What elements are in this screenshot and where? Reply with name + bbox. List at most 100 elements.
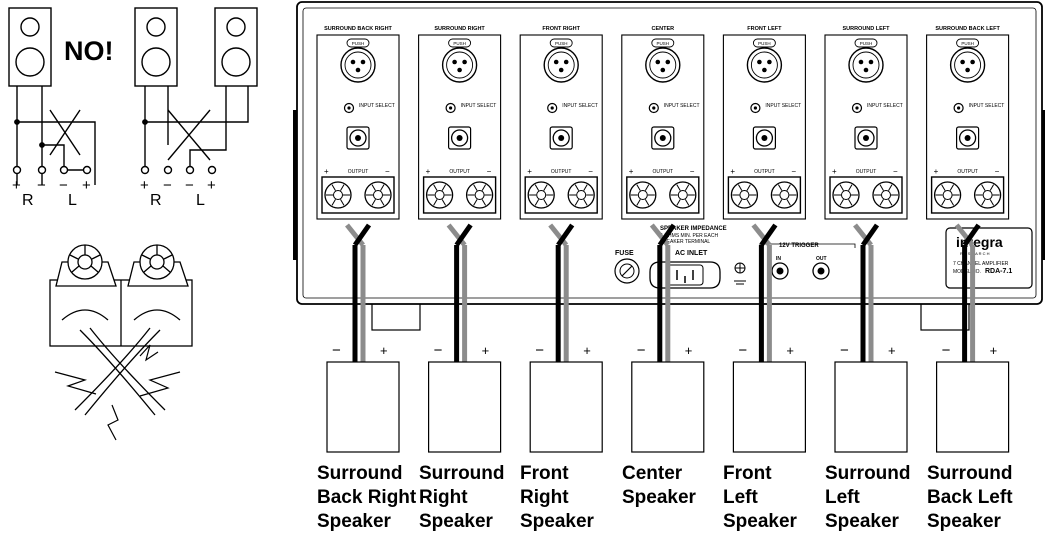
speaker-left-ok — [214, 7, 258, 87]
input-select-label: INPUT SELECT — [969, 103, 1005, 109]
speaker-box: −+ — [529, 342, 603, 453]
speaker-name-label: Surround Back Left Speaker — [927, 463, 1013, 532]
svg-text:R: R — [22, 192, 34, 209]
push-release-tab[interactable] — [956, 38, 980, 48]
svg-text:+: + — [140, 177, 149, 194]
ac-inlet-socket[interactable] — [649, 261, 721, 289]
svg-text:−: − — [163, 177, 172, 194]
input-select-label: INPUT SELECT — [359, 103, 395, 109]
xlr-input-jack[interactable] — [848, 47, 884, 83]
channel-title: SURROUND BACK LEFT — [935, 26, 1000, 32]
speaker-right-wrong — [8, 7, 52, 87]
trigger-in-jack[interactable] — [771, 262, 789, 280]
speaker-positive-mark: + — [990, 343, 998, 358]
trigger-out-jack[interactable] — [812, 262, 830, 280]
svg-text:−: − — [791, 167, 796, 176]
woofer-icon — [15, 47, 45, 77]
speaker-cable — [548, 223, 575, 362]
svg-text:−: − — [59, 177, 68, 194]
speaker-cables — [345, 223, 981, 362]
output-label: OUTPUT — [856, 169, 877, 175]
speaker-box: −+ — [732, 342, 807, 453]
trigger-label: 12V TRIGGER — [779, 243, 819, 249]
svg-text:+: + — [207, 177, 216, 194]
channel-title: SURROUND LEFT — [842, 26, 890, 32]
wrong-wiring-example — [8, 7, 96, 185]
speaker-box: −+ — [631, 342, 705, 453]
speaker-right-ok — [134, 7, 178, 87]
push-release-tab[interactable] — [549, 38, 573, 48]
speaker-box: −+ — [428, 342, 502, 453]
output-label: OUTPUT — [449, 169, 470, 175]
input-select-label: INPUT SELECT — [867, 103, 903, 109]
speaker-negative-mark: − — [840, 342, 849, 359]
svg-text:IN: IN — [776, 256, 781, 262]
push-release-tab[interactable] — [854, 38, 878, 48]
impedance-title: SPEAKER IMPEDANCE — [660, 226, 727, 232]
svg-text:L: L — [196, 192, 205, 209]
output-label: OUTPUT — [653, 169, 674, 175]
push-release-tab[interactable] — [651, 38, 675, 48]
channel-title: FRONT RIGHT — [542, 26, 580, 32]
speaker-positive-mark: + — [482, 343, 490, 358]
push-release-tab[interactable] — [448, 38, 472, 48]
svg-text:PUSH: PUSH — [961, 41, 974, 46]
speaker-name-label: Surround Left Speaker — [825, 463, 911, 532]
speaker-box: −+ — [834, 342, 908, 453]
speaker-name-label: Front Left Speaker — [723, 463, 797, 532]
speaker-positive-mark: + — [685, 343, 693, 358]
svg-text:SPEAKER TERMINAL: SPEAKER TERMINAL — [660, 239, 710, 245]
svg-text:+: + — [832, 167, 837, 176]
svg-text:−: − — [893, 167, 898, 176]
terminal-letters: R L R L — [22, 192, 205, 209]
svg-text:OUT: OUT — [816, 256, 827, 262]
speaker-negative-mark: − — [942, 342, 951, 359]
svg-text:PUSH: PUSH — [352, 41, 365, 46]
svg-text:R: R — [150, 192, 162, 209]
speaker-positive-mark: + — [786, 343, 794, 358]
fuse-holder — [614, 258, 640, 284]
svg-text:−: − — [37, 177, 46, 194]
push-release-tab[interactable] — [752, 38, 776, 48]
svg-text:+: + — [730, 167, 735, 176]
xlr-input-jack[interactable] — [746, 47, 783, 83]
channel-title: CENTER — [651, 26, 674, 32]
speaker-box: −+ — [935, 342, 1010, 453]
terminal-polarity-marks: + − − + + − − + — [12, 177, 216, 194]
push-release-tab[interactable] — [346, 38, 370, 48]
svg-text:−: − — [995, 167, 1000, 176]
xlr-input-jack[interactable] — [340, 47, 376, 83]
speaker-name-label: Front Right Speaker — [520, 463, 594, 532]
xlr-input-jack[interactable] — [543, 47, 579, 83]
channel-module: SURROUND BACK RIGHT PUSH INPUT SELECT + OUTP… — [316, 26, 400, 220]
speaker-box: −+ — [326, 342, 400, 453]
ac-inlet-label: AC INLET — [675, 250, 708, 257]
svg-text:−: − — [385, 167, 390, 176]
channel-title: FRONT LEFT — [747, 26, 782, 32]
channel-title: SURROUND BACK RIGHT — [324, 26, 392, 32]
speaker-positive-mark: + — [888, 343, 896, 358]
xlr-input-jack[interactable] — [949, 47, 986, 83]
speaker-cable — [446, 223, 473, 362]
fuse-label: FUSE — [615, 250, 634, 257]
speaker-cable — [853, 223, 880, 362]
correct-wiring-example — [134, 7, 258, 175]
speaker-name-label: Surround Back Right Speaker — [317, 463, 417, 532]
chassis-side-rail — [293, 110, 297, 260]
speaker-cable — [751, 223, 778, 362]
amplifier-foot-right — [920, 301, 970, 331]
svg-text:+: + — [324, 167, 329, 176]
output-label: OUTPUT — [348, 169, 369, 175]
svg-text:+: + — [629, 167, 634, 176]
xlr-input-jack[interactable] — [441, 47, 478, 83]
svg-text:4 OHMS MIN. PER EACH: 4 OHMS MIN. PER EACH — [660, 233, 718, 239]
xlr-input-jack[interactable] — [645, 47, 681, 83]
input-select-label: INPUT SELECT — [765, 103, 801, 109]
speaker-cable — [954, 223, 981, 362]
svg-text:+: + — [426, 167, 431, 176]
speaker-positive-mark: + — [380, 343, 388, 358]
speaker-name-label: Center Speaker — [622, 463, 696, 508]
